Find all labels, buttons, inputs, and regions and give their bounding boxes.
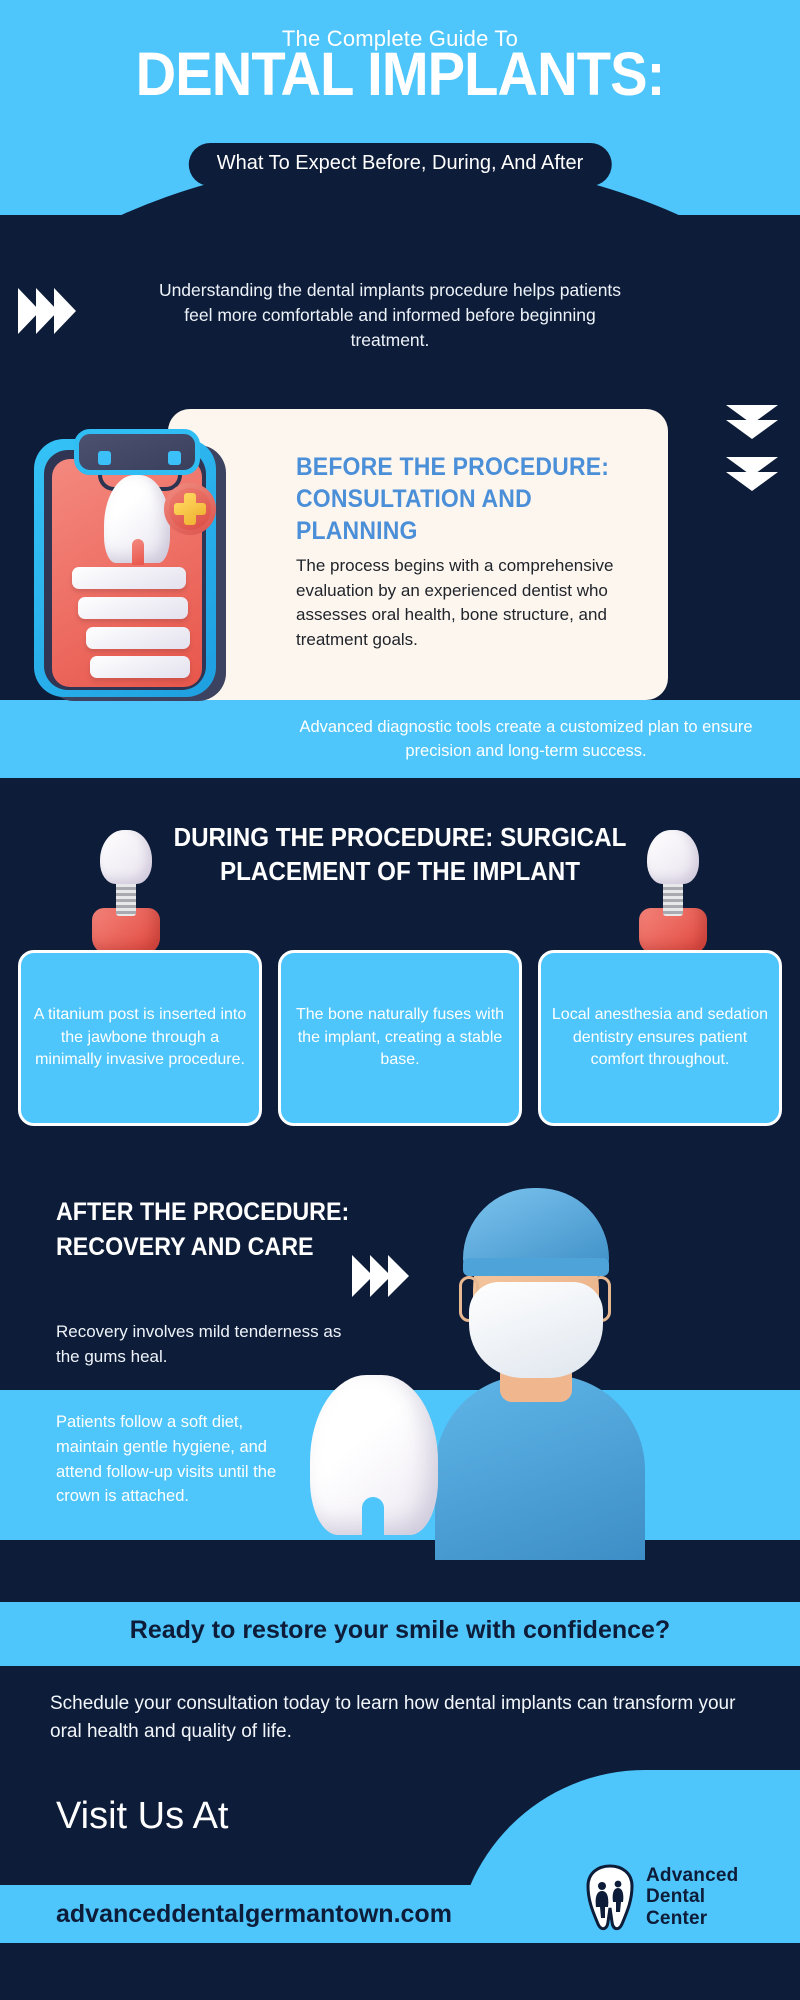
- after-care-text: Patients follow a soft diet, maintain ge…: [56, 1413, 277, 1506]
- website-url[interactable]: advanceddentalgermantown.com: [56, 1900, 452, 1928]
- during-steps-row: A titanium post is inserted into the jaw…: [18, 950, 782, 1126]
- advanced-diagnostics-text: Advanced diagnostic tools create a custo…: [299, 718, 753, 760]
- after-procedure-heading: AFTER THE PROCEDURE: RECOVERY AND CARE: [56, 1195, 363, 1265]
- during-heading-line1: DURING THE PROCEDURE: SURGICAL: [173, 822, 627, 852]
- header-eyebrow: The Complete Guide To: [281, 26, 519, 51]
- after-heading-line1: AFTER THE PROCEDURE:: [56, 1198, 350, 1226]
- logo-line-2: Dental: [646, 1886, 706, 1908]
- brand-logo: Advanced Dental Center: [582, 1855, 778, 1939]
- before-card-body: The process begins with a comprehensive …: [296, 556, 614, 649]
- after-procedure-body: Recovery involves mild tenderness as the…: [56, 1322, 342, 1366]
- logo-line-1: Advanced: [646, 1865, 739, 1887]
- before-heading-line1: BEFORE THE PROCEDURE:: [296, 453, 610, 481]
- during-procedure-heading: DURING THE PROCEDURE: SURGICAL PLACEMENT…: [168, 820, 633, 889]
- cta-spacer: [0, 1540, 800, 1602]
- visit-us-label: Visit Us At: [56, 1795, 229, 1837]
- cta-headline-band: Ready to restore your smile with confide…: [0, 1602, 800, 1666]
- after-heading-line2: RECOVERY AND CARE: [56, 1233, 314, 1261]
- during-step-box: The bone naturally fuses with the implan…: [278, 950, 522, 1126]
- triple-chevron-right-icon: [18, 288, 76, 334]
- dentist-surgeon-with-tooth-icon: [310, 1160, 665, 1560]
- footer-dark-strip: [0, 1943, 800, 2000]
- during-step-box: Local anesthesia and sedation dentistry …: [538, 950, 782, 1126]
- dental-implant-screw-gum-icon: [625, 830, 721, 954]
- before-heading-line2: CONSULTATION AND PLANNING: [296, 485, 532, 545]
- logo-wordmark: Advanced Dental Center: [646, 1865, 738, 1929]
- intro-section: Understanding the dental implants proced…: [0, 278, 800, 368]
- before-procedure-card: BEFORE THE PROCEDURE: CONSULTATION AND P…: [168, 409, 668, 700]
- intro-text: Understanding the dental implants proced…: [158, 280, 622, 350]
- logo-line-3: Center: [646, 1907, 708, 1929]
- page-title: DENTAL IMPLANTS:: [135, 40, 666, 108]
- during-heading-line2: PLACEMENT OF THE IMPLANT: [220, 856, 580, 887]
- cta-headline: Ready to restore your smile with confide…: [129, 1616, 671, 1644]
- cta-body: Schedule your consultation today to lear…: [50, 1693, 736, 1742]
- double-chevron-down-icon: [726, 405, 778, 491]
- header-subtitle-pill: What To Expect Before, During, And After: [188, 143, 612, 186]
- before-card-heading: BEFORE THE PROCEDURE: CONSULTATION AND P…: [296, 451, 627, 547]
- clipboard-tooth-medical-cross-icon: [28, 425, 236, 715]
- during-step-box: A titanium post is inserted into the jaw…: [18, 950, 262, 1126]
- advanced-diagnostics-band: Advanced diagnostic tools create a custo…: [0, 700, 800, 778]
- triple-chevron-right-icon: [352, 1255, 409, 1297]
- dental-implant-screw-gum-icon: [78, 830, 174, 954]
- tooth-with-family-figures-logo-icon: [582, 1862, 638, 1932]
- website-url-band: advanceddentalgermantown.com: [0, 1885, 800, 1943]
